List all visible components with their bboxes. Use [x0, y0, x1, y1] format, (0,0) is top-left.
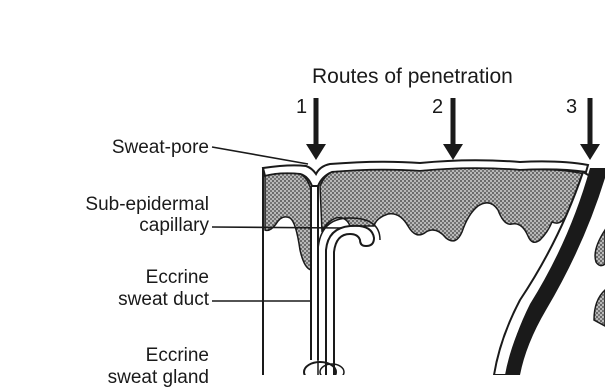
- label-capillary: capillary: [139, 215, 209, 236]
- eccrine-duct: [311, 186, 318, 360]
- route-arrow-2: [443, 98, 463, 160]
- label-eccrine-gland-2: sweat gland: [108, 367, 209, 388]
- leader-capillary: [212, 227, 342, 228]
- label-sweat-pore: Sweat-pore: [112, 137, 209, 158]
- eccrine-gland: [304, 362, 344, 375]
- label-eccrine-gland-1: Eccrine: [146, 345, 209, 366]
- route-number-3: 3: [566, 97, 577, 118]
- label-sub-epidermal: Sub-epidermal: [85, 194, 209, 215]
- epidermis-main: [320, 168, 584, 242]
- route-number-2: 2: [432, 97, 443, 118]
- diagram-title: Routes of penetration: [312, 66, 513, 87]
- label-eccrine-duct-2: sweat duct: [118, 289, 209, 310]
- route-arrow-3: [580, 98, 600, 160]
- route-arrow-1: [306, 98, 326, 160]
- route-number-1: 1: [296, 97, 307, 118]
- epidermis-left: [265, 173, 311, 270]
- capillary-loop: [326, 226, 374, 375]
- skin-penetration-diagram: [0, 0, 605, 375]
- leader-sweat-pore: [212, 147, 308, 164]
- label-eccrine-duct-1: Eccrine: [146, 267, 209, 288]
